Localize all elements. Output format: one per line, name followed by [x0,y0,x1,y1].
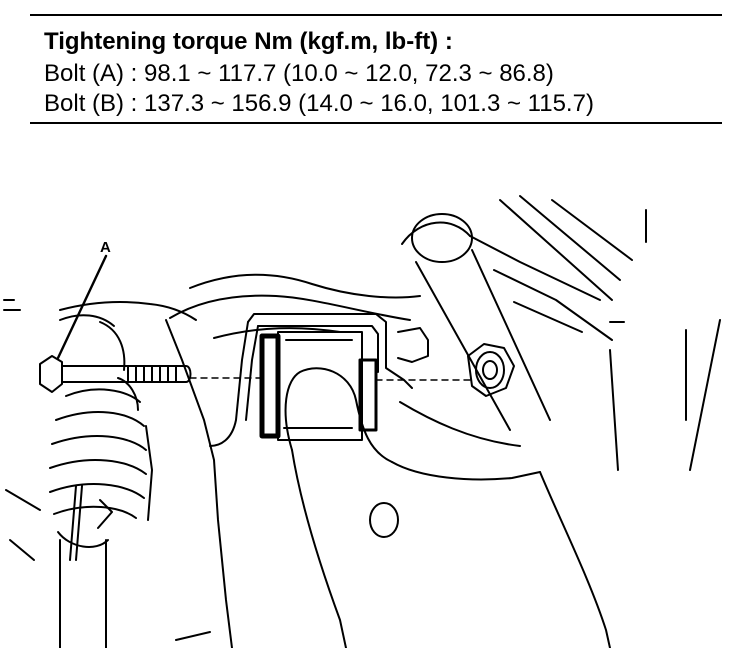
flange-nut [467,343,515,397]
bolt-b-torque-spec: Bolt (B) : 137.3 ~ 156.9 (14.0 ~ 16.0, 1… [44,90,594,117]
subframe-lines [499,195,721,471]
bolt-a-torque-spec: Bolt (A) : 98.1 ~ 117.7 (10.0 ~ 12.0, 72… [44,60,554,87]
callout-a: A [56,239,111,360]
callout-a-label: A [100,239,111,256]
assembly-axis [189,377,473,381]
steering-boot [49,314,153,648]
lower-control-arm [284,367,611,648]
body-contour [59,273,421,339]
bushing [259,331,378,441]
mounting-bracket [209,313,429,447]
lower-arm-mounting-diagram: A [3,195,721,648]
left-frame-lines [3,299,233,648]
upper-link-tube [401,213,613,431]
torque-spec-title: Tightening torque Nm (kgf.m, lb-ft) : [44,28,453,55]
bolt-a [39,355,192,393]
torque-spec-box: Tightening torque Nm (kgf.m, lb-ft) : Bo… [30,14,722,124]
